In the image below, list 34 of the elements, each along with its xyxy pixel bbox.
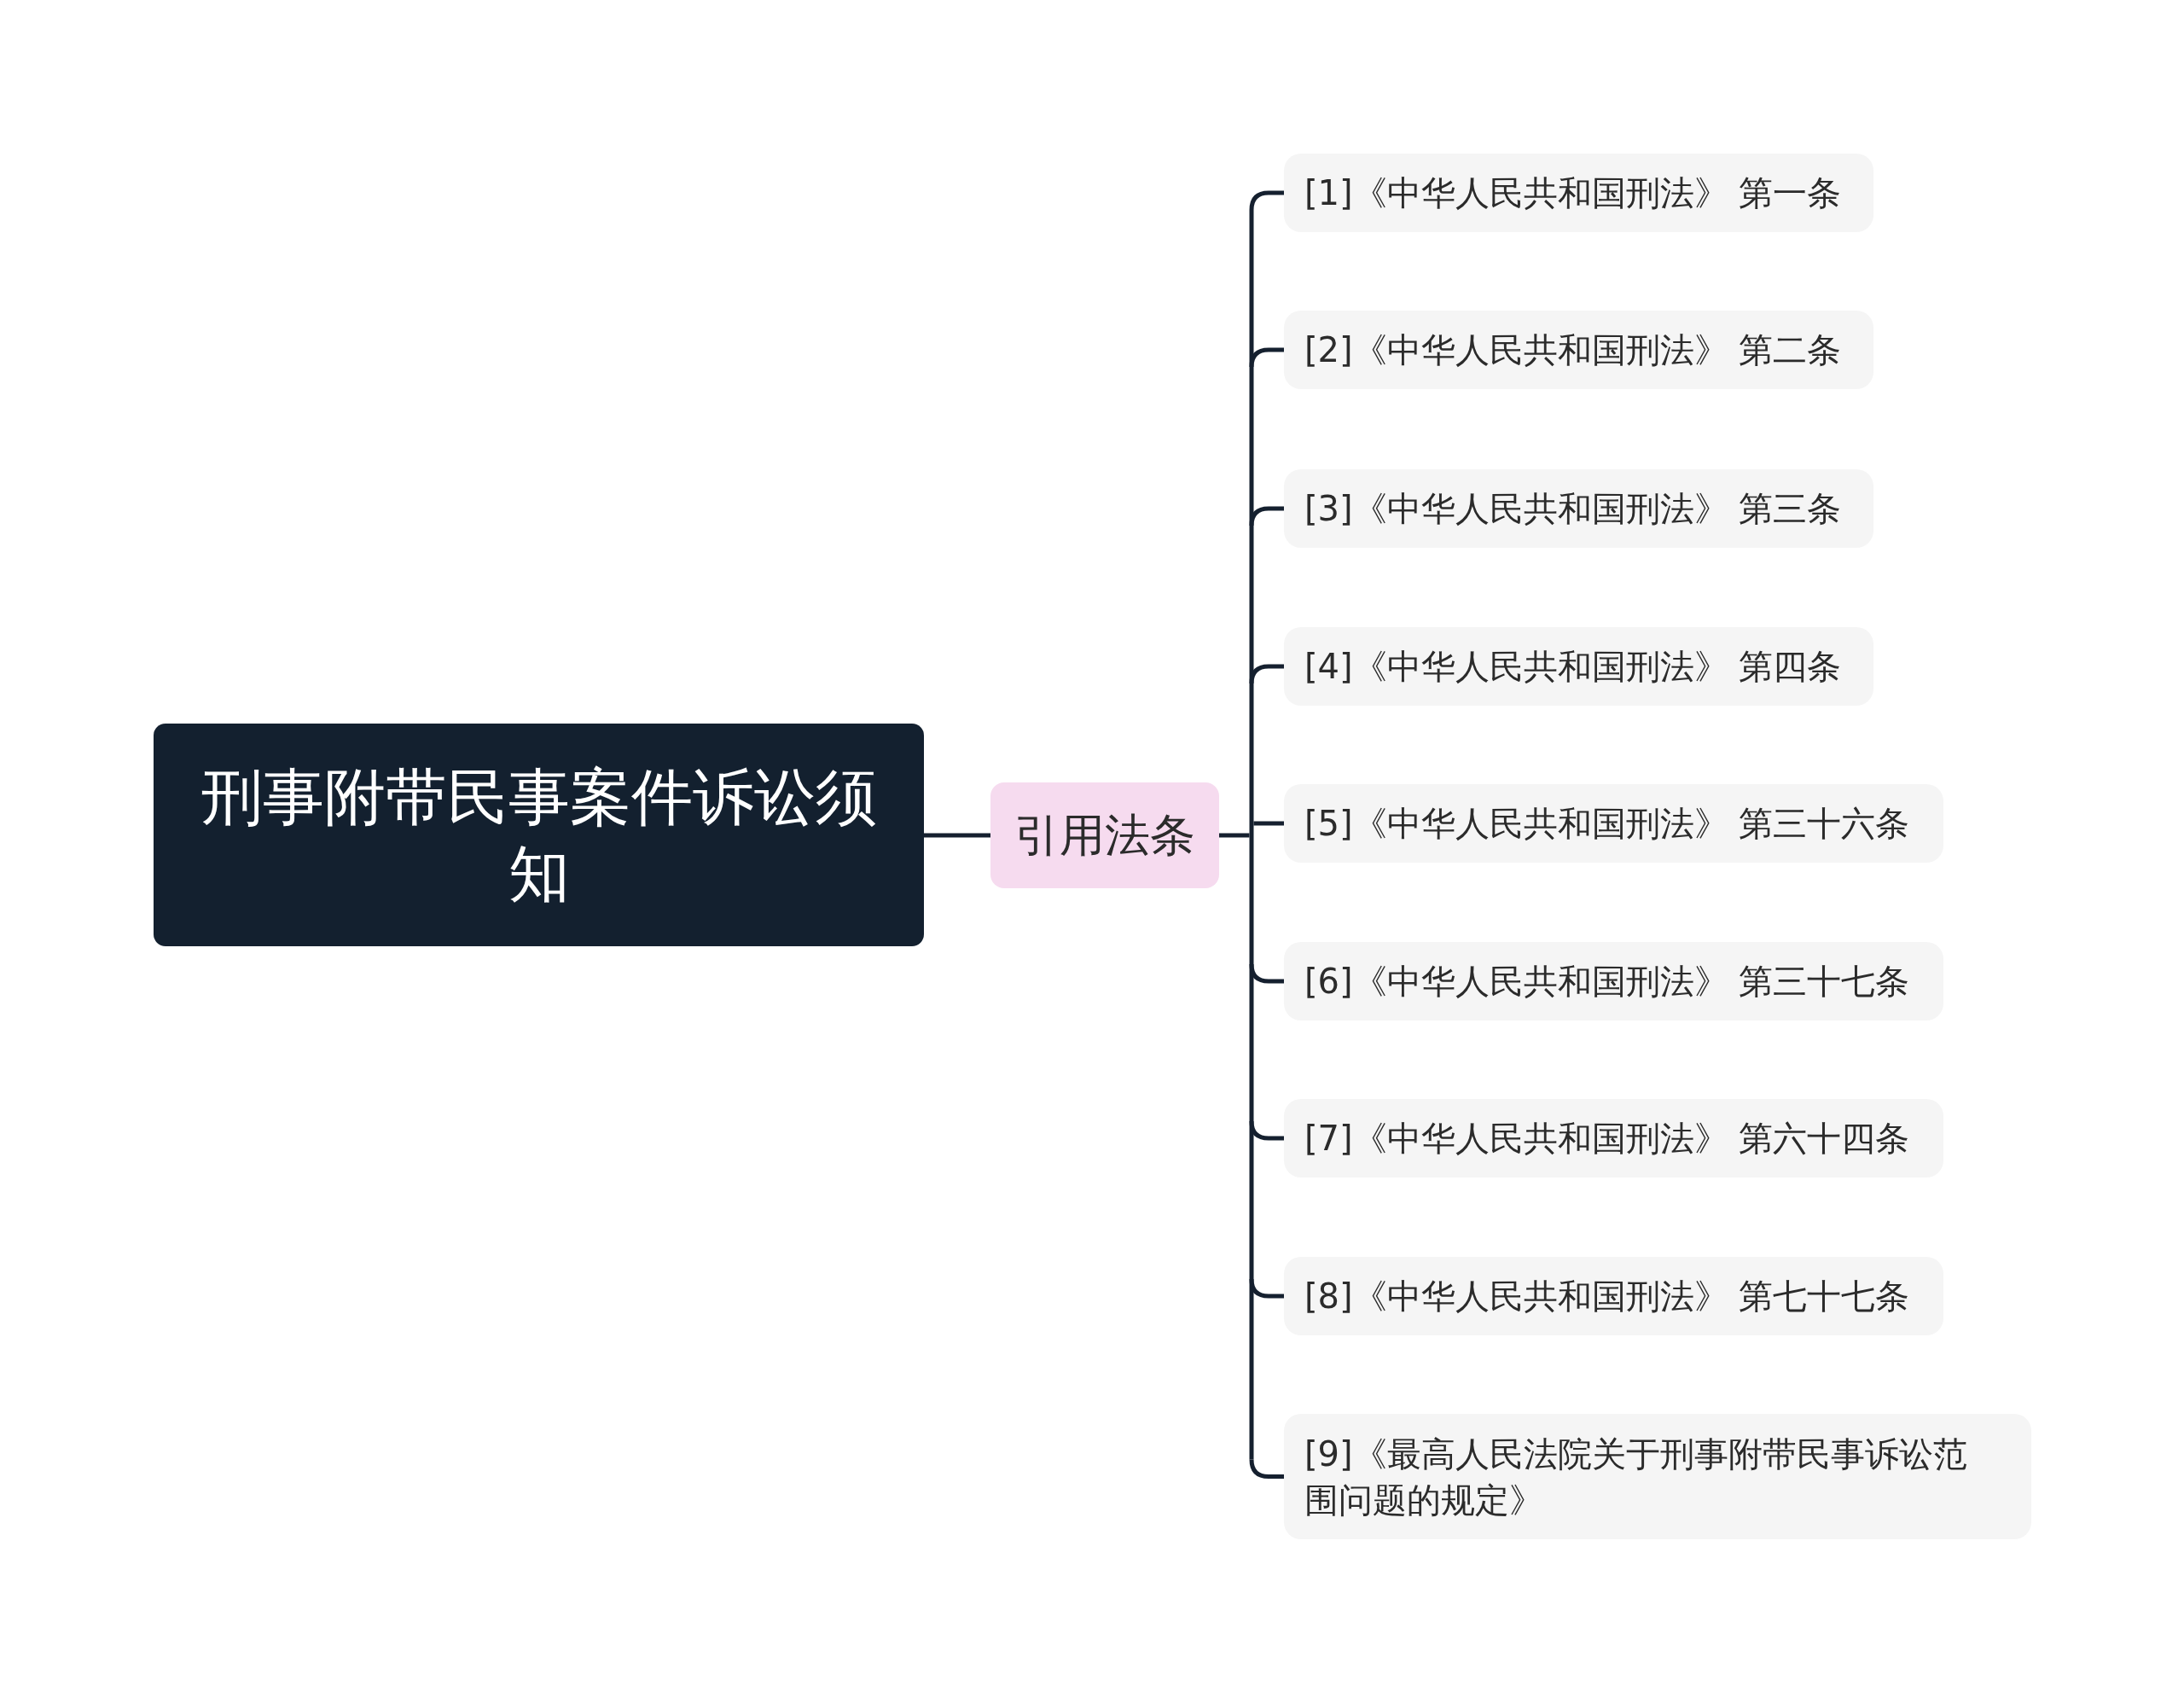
connector-line <box>1249 347 1284 368</box>
central-topic-text: 刑事附带民事案件诉讼须知 <box>200 759 878 911</box>
connector-line <box>1249 1120 1284 1141</box>
citation-text: [1]《中华人民共和国刑法》 第一条 <box>1304 172 1842 214</box>
citation-box <box>1284 627 1873 706</box>
subtopic-box <box>990 782 1219 888</box>
citation-box <box>1284 1257 1943 1335</box>
citation-box <box>1284 154 1873 232</box>
connector-line <box>1249 1459 1284 1479</box>
citation-box <box>1284 469 1873 548</box>
connector-line <box>1249 664 1284 684</box>
citation-box <box>1284 942 1943 1020</box>
connector-line <box>924 833 990 838</box>
citation-box <box>1284 1414 2031 1539</box>
citation-box <box>1284 784 1943 863</box>
connector-line <box>1249 190 1284 211</box>
citation-text: [9]《最高人民法院关于刑事附带民事诉讼范围问题的规定》 <box>1304 1433 1968 1521</box>
citation-text: [7]《中华人民共和国刑法》 第六十四条 <box>1304 1118 1910 1160</box>
citation-text: [2]《中华人民共和国刑法》 第二条 <box>1304 329 1842 371</box>
connector-line <box>1249 506 1284 526</box>
connector-line <box>1249 1278 1284 1299</box>
citation-box <box>1284 311 1873 389</box>
citation-text: [8]《中华人民共和国刑法》 第七十七条 <box>1304 1276 1910 1317</box>
connector-line <box>1253 821 1284 826</box>
citation-text: [5]《中华人民共和国刑法》 第三十六条 <box>1304 803 1910 845</box>
citation-box <box>1284 1099 1943 1177</box>
central-topic-box <box>154 724 924 946</box>
subtopic-text: 引用法条 <box>1014 807 1195 863</box>
connector-line <box>1249 963 1284 984</box>
citation-text: [6]《中华人民共和国刑法》 第三十七条 <box>1304 961 1910 1003</box>
citation-text: [3]《中华人民共和国刑法》 第三条 <box>1304 488 1842 530</box>
connector-line <box>1219 833 1250 838</box>
connector-line <box>1249 210 1254 1460</box>
citation-text: [4]《中华人民共和国刑法》 第四条 <box>1304 646 1842 688</box>
